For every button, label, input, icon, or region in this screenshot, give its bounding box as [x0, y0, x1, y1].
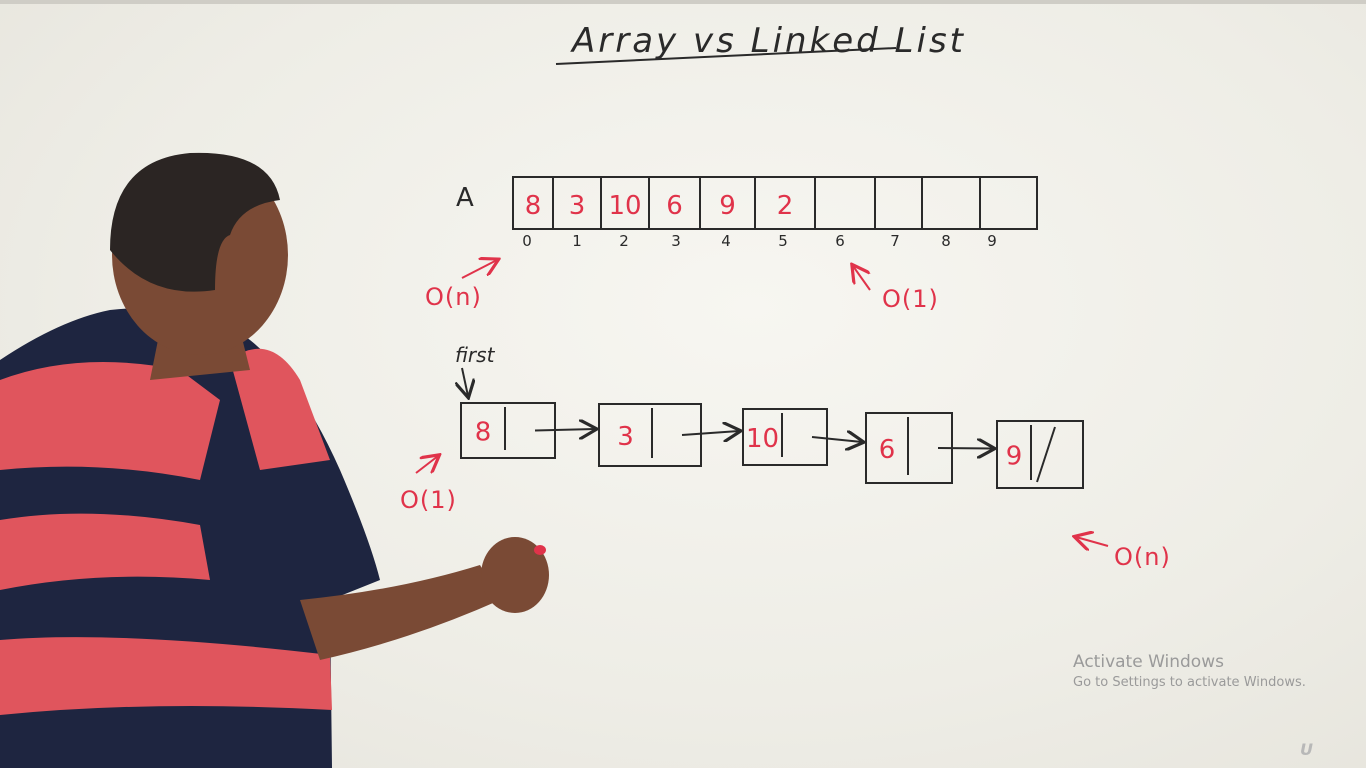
array-cell-value: 8	[525, 191, 542, 221]
array-cell-value: 3	[569, 191, 586, 221]
array-label: A	[456, 183, 474, 213]
array-index-label: 7	[890, 232, 900, 250]
array-index-label: 3	[671, 232, 681, 250]
list-next-pointer-arrow	[681, 431, 739, 435]
array-index-label: 2	[619, 232, 629, 250]
list-node-box	[742, 408, 828, 466]
array-index-label: 5	[778, 232, 788, 250]
list-node-value: 6	[879, 435, 896, 465]
activate-windows-watermark: Activate Windows Go to Settings to activ…	[1073, 652, 1306, 690]
list-node-value: 3	[617, 422, 634, 452]
array-cell-value: 2	[777, 191, 794, 221]
presenter-figure	[0, 152, 549, 768]
array-index-label: 4	[721, 232, 731, 250]
list-next-pointer-arrow	[937, 448, 993, 449]
list-node-value: 10	[746, 424, 779, 454]
watermark-subtitle: Go to Settings to activate Windows.	[1073, 675, 1306, 690]
array-front-complexity: O(n)	[425, 283, 482, 311]
watermark-title: Activate Windows	[1073, 652, 1224, 672]
list-null-pointer-slash	[1036, 426, 1056, 483]
array-outline	[512, 176, 1038, 230]
head-pointer-arrow	[462, 367, 468, 396]
list-node-box	[598, 403, 702, 467]
list-node-value: 9	[1006, 442, 1023, 472]
array-cell-value: 6	[666, 191, 683, 221]
head-pointer-label: first	[455, 343, 496, 367]
list-node-value: 8	[475, 418, 492, 448]
array-cell-value: 10	[608, 191, 641, 221]
array-end-complexity: O(1)	[882, 285, 939, 313]
array-front-arrow	[461, 260, 497, 279]
whiteboard-top-edge	[0, 0, 1366, 4]
array-index-label: 6	[835, 232, 845, 250]
list-next-pointer-arrow	[811, 437, 862, 442]
linked-list-nodes: 8 3 10 6 9	[460, 402, 1084, 489]
list-front-arrow	[415, 456, 438, 474]
video-platform-logo: U	[1300, 740, 1360, 764]
array-indices: 0 1 2 3 4 5 6 7 8 9	[522, 232, 997, 250]
list-end-complexity: O(n)	[1114, 543, 1171, 571]
array-index-label: 1	[572, 232, 582, 250]
array-index-label: 9	[987, 232, 997, 250]
list-front-complexity: O(1)	[400, 486, 457, 514]
array-index-label: 0	[522, 232, 532, 250]
array-index-label: 8	[941, 232, 951, 250]
list-next-pointer-arrow	[534, 429, 595, 431]
title-underline	[555, 47, 897, 65]
array-cell-value: 9	[719, 191, 736, 221]
logo-text: U	[1300, 740, 1313, 759]
list-end-arrow	[1076, 537, 1109, 546]
array-end-arrow	[853, 266, 871, 291]
list-node-box	[996, 420, 1084, 489]
